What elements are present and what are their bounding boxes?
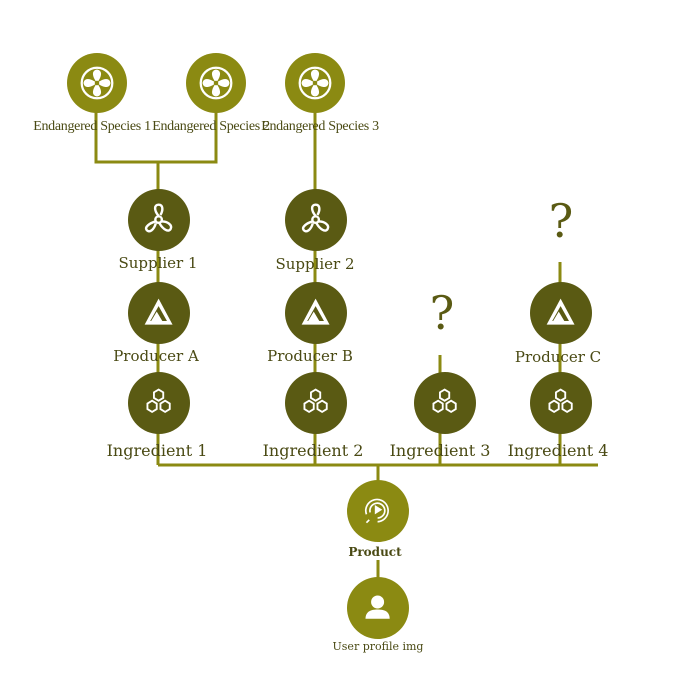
fan-icon [199,66,233,100]
link-species2-supplier1 [158,110,218,164]
fan-icon [298,66,332,100]
supplier-label-1: Supplier 1 [118,254,198,272]
supplier-node-1 [128,189,190,251]
supplier-label-2: Supplier 2 [275,255,355,273]
triangle-logo-icon [302,299,330,326]
product-node [347,480,409,542]
supplier-node-2 [285,189,347,251]
play-fingerprint-icon [365,499,390,524]
unknown-producer-mark: ? [548,194,574,248]
link-species1-supplier1 [94,110,160,192]
ingredient-label-2: Ingredient 2 [262,441,364,460]
producer-node-c [530,282,592,344]
producer-label-a: Producer A [113,347,199,365]
species-label-1: Endangered Species 1 [33,119,151,134]
triangle-logo-icon [145,299,173,326]
product-label: Product [348,545,402,559]
hexagons-icon [146,388,172,414]
fan-icon [80,66,114,100]
ingredient-node-4 [530,372,592,434]
species-node-3 [285,53,345,113]
ingredient-node-3 [414,372,476,434]
user-node [347,577,409,639]
species-node-1 [67,53,127,113]
user-icon [365,595,391,620]
user-label: User profile img [332,640,424,653]
ingredient-label-1: Ingredient 1 [106,441,208,460]
producer-label-c: Producer C [514,348,602,366]
producer-label-b: Producer B [267,347,353,365]
hexagons-icon [548,388,574,414]
hexagons-icon [432,388,458,414]
ingredient-node-1 [128,372,190,434]
hexagons-icon [303,388,329,414]
species-label-3: Endangered Species 3 [261,119,379,134]
species-label-2: Endangered Species 2 [152,119,270,134]
producer-node-b [285,282,347,344]
ingredient-label-3: Ingredient 3 [389,441,491,460]
ingredient-label-4: Ingredient 4 [507,441,609,460]
triangle-logo-icon [547,299,575,326]
ingredient-node-2 [285,372,347,434]
unknown-ingredient-mark: ? [429,286,455,340]
species-node-2 [186,53,246,113]
propeller-icon [145,203,173,233]
producer-node-a [128,282,190,344]
propeller-icon [302,203,330,233]
